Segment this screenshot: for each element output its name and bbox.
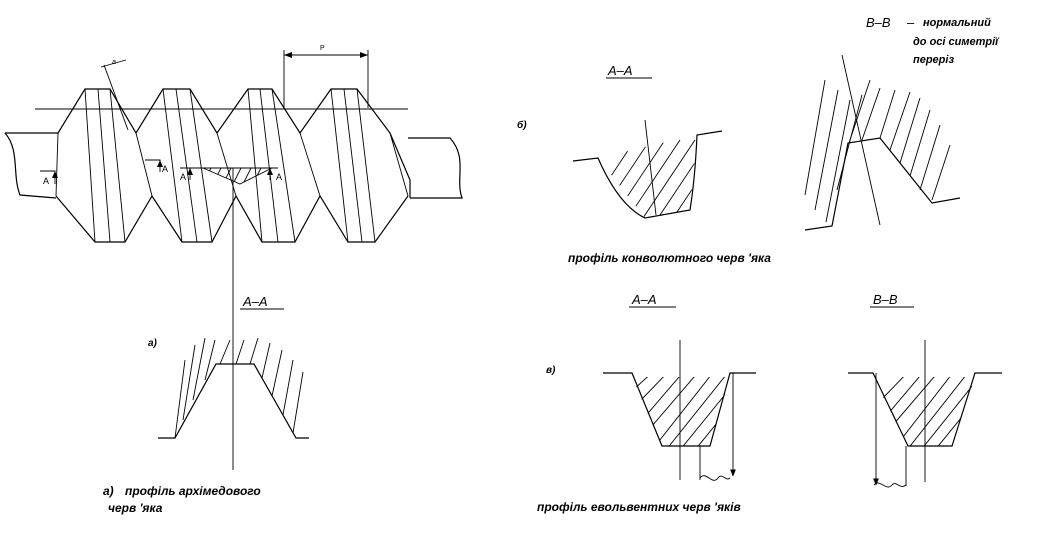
- gap-label: a: [112, 59, 116, 66]
- caption-a-line2: черв 'яка: [108, 501, 163, 515]
- archimedean-profile: [158, 363, 309, 439]
- involute-hatch-bb: [873, 377, 975, 446]
- involute-profile-aa: [603, 372, 756, 447]
- section-bb-note-1: нормальний: [923, 17, 991, 29]
- section-bb-dash: –: [906, 15, 915, 30]
- archimedean-hatch: [174, 337, 304, 439]
- break-line-aa: [699, 475, 731, 481]
- normal-section-axis: [841, 54, 881, 226]
- involute-sections: A–A в) B–B: [537, 292, 1002, 514]
- section-bb-note-3: переріз: [913, 54, 954, 66]
- thread-bottom-profile: [55, 194, 409, 243]
- convolute-profile: [572, 130, 723, 219]
- fig-b-letter: б): [517, 119, 527, 131]
- pitch-label: P: [320, 45, 325, 52]
- section-bb-title-bottom: B–B: [873, 292, 898, 307]
- break-line-bb: [873, 482, 907, 488]
- section-mark-3: A: [180, 172, 186, 182]
- caption-v: профіль евольвентних черв 'яків: [537, 500, 741, 514]
- thread-helix-lines: [55, 88, 409, 243]
- normal-section-profile: [804, 137, 961, 231]
- convolute-axis: [644, 119, 657, 216]
- pitch-dimension: P: [283, 45, 369, 108]
- fig-a-letter: а): [148, 338, 158, 349]
- gap-dimension: a: [100, 59, 129, 131]
- section-mark-2: A: [162, 164, 168, 174]
- section-aa-title-b: A–A: [607, 63, 633, 78]
- section-markers: A A A A: [40, 159, 282, 186]
- section-aa-title-v: A–A: [631, 292, 657, 307]
- section-aa-title-a: A–A: [242, 294, 268, 309]
- section-bb-note-2: до осі симетрії: [913, 36, 1000, 48]
- involute-profile-bb: [848, 372, 1002, 447]
- normal-section-hatch: [804, 79, 951, 223]
- section-mark-1: A: [43, 176, 49, 186]
- archimedean-section: A–A а) а) профіль архімедового черв 'яка: [103, 294, 309, 515]
- caption-a-line1: профіль архімедового: [125, 484, 261, 498]
- section-triangle: [202, 167, 273, 185]
- shaft-outline: [4, 132, 463, 199]
- worm-side-view: P a A A A A: [4, 45, 463, 470]
- convolute-hatch: [598, 139, 697, 218]
- fig-v-letter: в): [546, 365, 556, 376]
- caption-a-letter: а): [103, 484, 114, 498]
- convolute-section: A–A б) профіль конволютного черв 'яка B–…: [517, 15, 1000, 265]
- section-bb-title-top: B–B: [866, 15, 891, 30]
- caption-b: профіль конволютного черв 'яка: [568, 251, 771, 265]
- section-mark-4: A: [276, 172, 282, 182]
